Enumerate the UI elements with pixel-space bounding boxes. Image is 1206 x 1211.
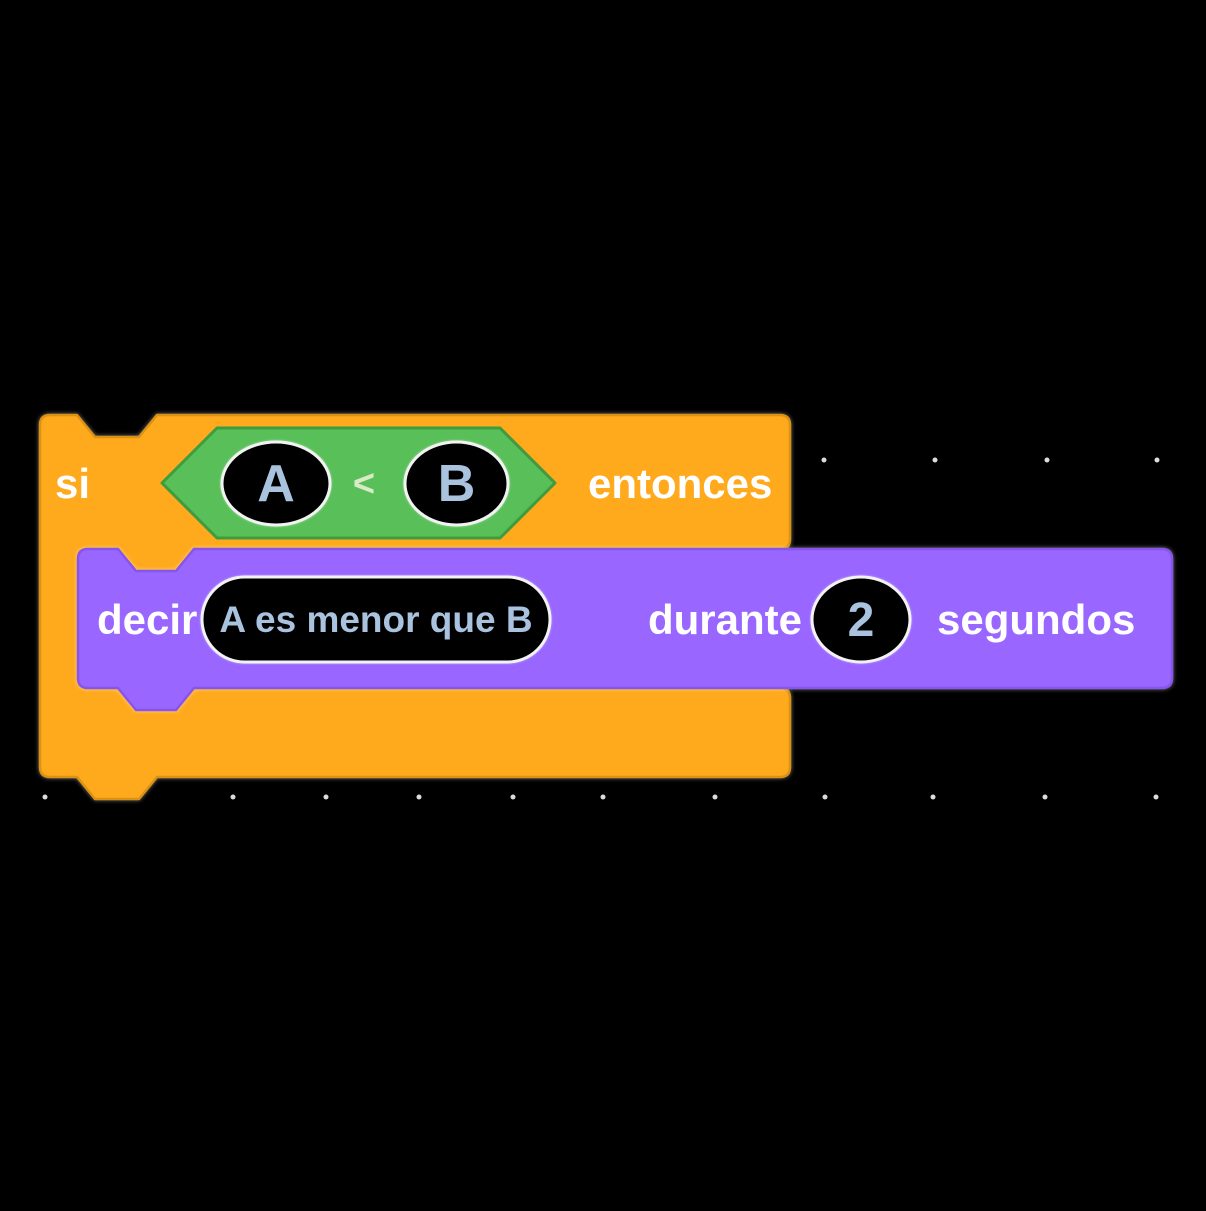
grid-dot xyxy=(1154,457,1160,463)
grid-dot xyxy=(42,794,48,800)
say-seconds-slot[interactable] xyxy=(810,575,912,664)
grid-dot xyxy=(230,794,236,800)
grid-dot xyxy=(930,794,936,800)
operand-a-value: A xyxy=(257,455,295,513)
grid-dot xyxy=(416,794,422,800)
grid-dot xyxy=(1153,794,1159,800)
if-label-si: si xyxy=(55,460,90,507)
grid-dot xyxy=(1044,457,1050,463)
operand-b-value: B xyxy=(438,455,476,513)
if-label-entonces: entonces xyxy=(588,460,772,507)
operand-a-slot[interactable] xyxy=(220,440,332,527)
grid-dot xyxy=(600,794,606,800)
say-seconds-value: 2 xyxy=(848,594,875,647)
grid-dot xyxy=(323,794,329,800)
grid-dot xyxy=(821,457,827,463)
less-than-symbol: < xyxy=(353,463,375,505)
grid-dot xyxy=(822,794,828,800)
grid-dot xyxy=(932,457,938,463)
grid-dot xyxy=(1042,794,1048,800)
say-message-value: A es menor que B xyxy=(219,599,532,640)
say-label-segundos: segundos xyxy=(937,596,1135,643)
say-label-durante: durante xyxy=(648,596,802,643)
grid-dots xyxy=(42,457,1160,800)
say-message-slot[interactable] xyxy=(200,575,552,664)
grid-dot xyxy=(712,794,718,800)
say-label-decir: decir xyxy=(97,596,197,643)
grid-dot xyxy=(510,794,516,800)
operand-b-slot[interactable] xyxy=(403,440,510,527)
